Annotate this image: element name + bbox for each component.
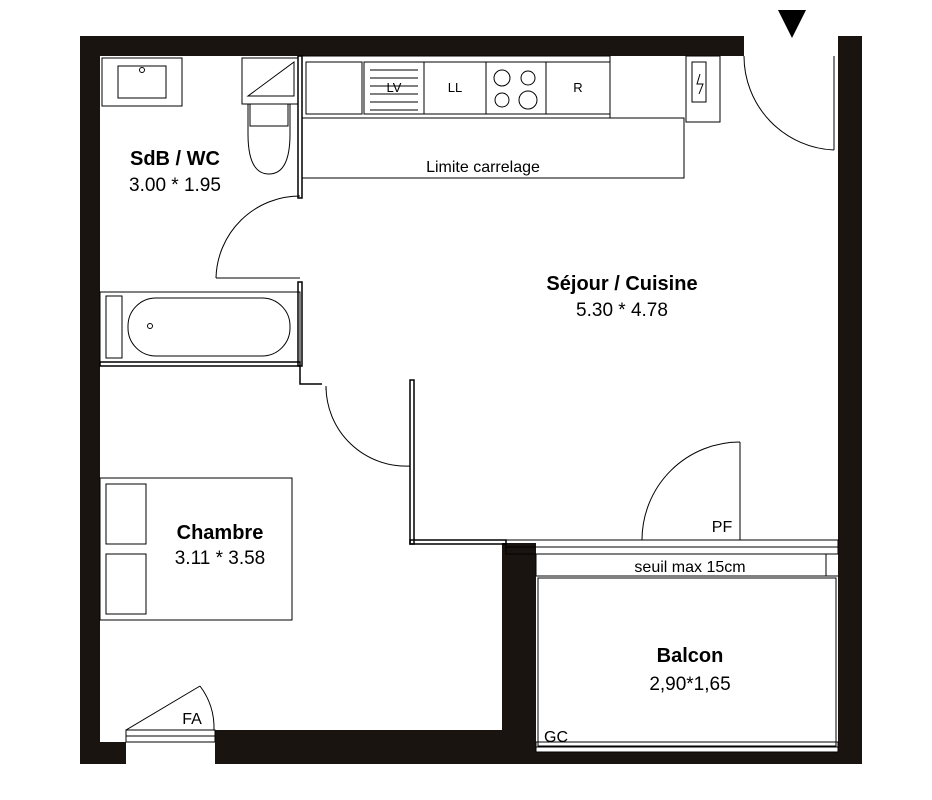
sink-icon [101, 57, 183, 107]
balcony-door [505, 441, 839, 577]
wc-bowl-icon [247, 103, 291, 175]
room-dims-chambre: 3.11 * 3.58 [175, 548, 266, 569]
bathtub-icon [99, 291, 301, 363]
walls [80, 36, 862, 764]
kitchen-sink-icon [305, 61, 363, 115]
labels: SdB / WC 3.00 * 1.95 Séjour / Cuisine 5.… [129, 80, 746, 746]
gc-label: GC [544, 729, 568, 746]
room-dims-sdb: 3.00 * 1.95 [129, 175, 221, 196]
entrance-arrow-icon [778, 10, 806, 38]
door-pf [641, 441, 741, 541]
electric-panel-icon [685, 55, 721, 123]
limite-carrelage-label: Limite carrelage [426, 159, 540, 176]
balcony [535, 577, 839, 753]
room-name-sdb: SdB / WC [130, 148, 220, 170]
room-dims-balcon: 2,90*1,65 [649, 674, 730, 695]
bathroom-door [215, 195, 301, 279]
seuil-label: seuil max 15cm [634, 559, 745, 576]
room-name-balcon: Balcon [657, 645, 724, 667]
fa-label: FA [182, 711, 202, 728]
kitchen-ll-label: LL [448, 80, 462, 95]
hob-icon [485, 61, 547, 115]
bedroom-fixtures [99, 385, 411, 743]
kitchen-lv-label: LV [387, 80, 402, 95]
room-name-sejour: Séjour / Cuisine [546, 273, 697, 295]
kitchen [301, 55, 721, 179]
window-fa [125, 685, 201, 731]
bedroom-door [325, 385, 411, 467]
partitions [99, 55, 507, 545]
room-dims-sejour: 5.30 * 4.78 [576, 300, 668, 321]
bathroom-fixtures [99, 57, 301, 363]
kitchen-r-label: R [573, 80, 582, 95]
entrance-door [743, 10, 835, 151]
pf-label: PF [712, 519, 733, 536]
fridge-icon [545, 61, 611, 115]
room-name-chambre: Chambre [177, 522, 264, 544]
bed-icon [99, 477, 293, 621]
